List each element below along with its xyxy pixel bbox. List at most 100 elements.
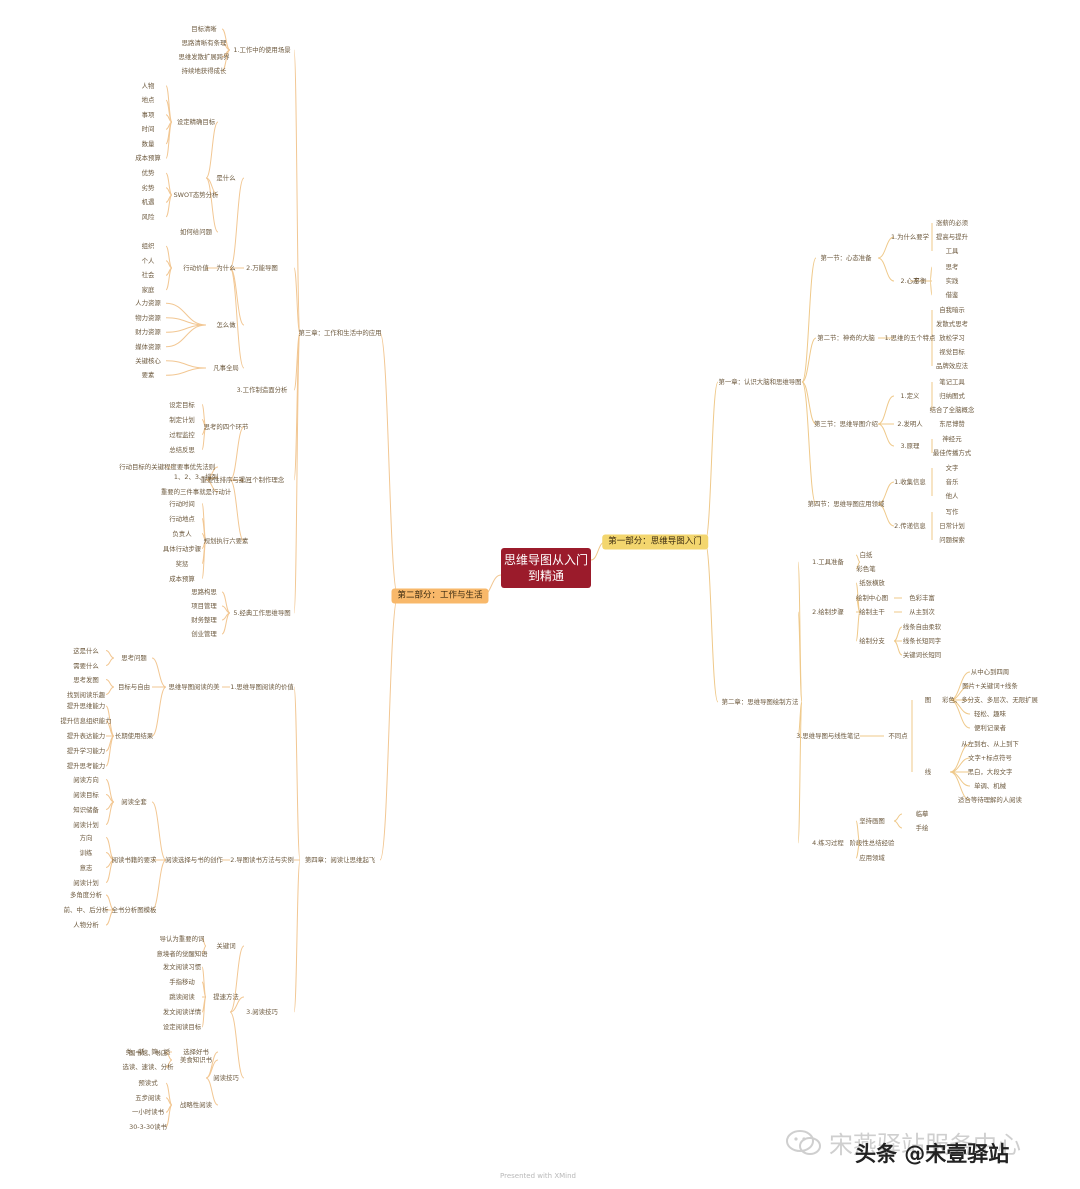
topic-label[interactable]: 第一节：心态准备: [820, 254, 872, 262]
topic-label[interactable]: 归纳图式: [939, 392, 965, 400]
topic-label[interactable]: 他人: [945, 492, 959, 500]
topic-label[interactable]: 从主到次: [909, 608, 935, 616]
topic-label[interactable]: 便利记录者: [974, 724, 1006, 732]
topic-label[interactable]: 社会: [141, 271, 155, 280]
topic-label[interactable]: 3.工作制造面分析: [236, 386, 288, 394]
topic-label[interactable]: 负责人: [172, 529, 192, 538]
topic-label[interactable]: 人物分析: [73, 921, 99, 929]
topic-label[interactable]: 阅读方向: [73, 775, 99, 784]
topic-label[interactable]: 思考的四个环节: [203, 423, 249, 431]
topic-label[interactable]: 线: [924, 768, 932, 776]
topic-label[interactable]: 提高与提升: [936, 233, 968, 241]
topic-label[interactable]: 阅读技巧: [213, 1074, 239, 1082]
topic-label[interactable]: 1.思维导图阅读的价值: [230, 683, 294, 691]
topic-label[interactable]: 思维导图阅读的美: [168, 683, 220, 691]
topic-label[interactable]: 选读、速读、分析: [122, 1063, 174, 1072]
topic-label[interactable]: 文字: [945, 464, 959, 472]
topic-label[interactable]: 物力资源: [135, 313, 161, 322]
topic-label[interactable]: 4.练习过程: [812, 839, 844, 847]
topic-label[interactable]: 成本预算: [135, 154, 161, 163]
main-topic-part2[interactable]: 第二部分：工作与生活: [391, 588, 489, 604]
topic-label[interactable]: 人力资源: [135, 299, 161, 308]
topic-label[interactable]: 意志: [79, 863, 93, 872]
topic-label[interactable]: 训练: [79, 848, 93, 857]
topic-label[interactable]: 重要的三件事就是行动计: [160, 488, 232, 496]
topic-label[interactable]: 思路清晰有条理: [181, 39, 227, 47]
topic-label[interactable]: 导认为重要的词: [159, 934, 205, 943]
topic-label[interactable]: 线条长短同字: [902, 637, 942, 645]
topic-label[interactable]: 奖惩: [175, 559, 189, 568]
topic-label[interactable]: 1.工具准备: [812, 558, 844, 566]
topic-label[interactable]: 要事优先法则: [176, 463, 216, 471]
topic-label[interactable]: 第四章：阅读让思维起飞: [304, 856, 376, 864]
topic-label[interactable]: 发文阅读详情: [162, 1008, 202, 1016]
topic-label[interactable]: 绘制中心图: [856, 594, 888, 602]
topic-label[interactable]: 实践: [945, 277, 959, 285]
topic-label[interactable]: 从左到右、从上到下: [961, 740, 1019, 748]
topic-label[interactable]: 关键词长短同: [902, 651, 942, 659]
topic-label[interactable]: 目标与自由: [118, 683, 150, 691]
topic-label[interactable]: 行动时间: [169, 499, 195, 508]
topic-label[interactable]: 五步阅读: [135, 1093, 161, 1102]
topic-label[interactable]: 多角度分析: [70, 891, 102, 899]
topic-label[interactable]: 行动价值: [183, 264, 209, 272]
topic-label[interactable]: 提升信息组织能力: [60, 717, 112, 725]
topic-label[interactable]: 找到阅读乐趣: [66, 690, 106, 699]
topic-label[interactable]: 3.思维导图与线性笔记: [796, 732, 860, 740]
topic-label[interactable]: 白纸: [859, 551, 873, 559]
topic-label[interactable]: 为什么: [216, 264, 236, 272]
topic-label[interactable]: 音乐: [945, 478, 959, 486]
topic-label[interactable]: 应用领域: [859, 854, 885, 862]
topic-label[interactable]: 1.工作中的使用场景: [233, 46, 291, 54]
topic-label[interactable]: 提升学习能力: [66, 747, 106, 755]
topic-label[interactable]: 第二节：神奇的大脑: [817, 334, 875, 342]
topic-label[interactable]: 阅读选择与书的创作: [165, 856, 223, 864]
topic-label[interactable]: 手绘: [915, 824, 929, 832]
topic-label[interactable]: 5.经典工作思维导图: [233, 609, 291, 617]
topic-label[interactable]: 要素: [141, 371, 155, 380]
topic-label[interactable]: 前、中、后分析: [63, 906, 109, 914]
topic-label[interactable]: 1、2、3、排列: [173, 473, 219, 481]
main-topic-part1[interactable]: 第一部分：思维导图入门: [602, 534, 708, 550]
topic-label[interactable]: 思维发散扩展跨界: [178, 53, 230, 61]
topic-label[interactable]: 设定精确目标: [176, 118, 216, 126]
topic-label[interactable]: 图书馆、书店: [128, 1048, 168, 1057]
topic-label[interactable]: 凡事全局: [213, 364, 239, 372]
topic-label[interactable]: 知识储备: [73, 805, 99, 814]
topic-label[interactable]: 1.收集信息: [894, 478, 926, 486]
topic-label[interactable]: 设定目标: [169, 400, 195, 409]
topic-label[interactable]: 提升思考能力: [66, 762, 106, 770]
topic-label[interactable]: 具体行动步骤: [162, 544, 202, 553]
topic-label[interactable]: 一小时读书: [132, 1108, 164, 1117]
topic-label[interactable]: 2.心态: [900, 277, 920, 285]
topic-label[interactable]: 是什么: [216, 174, 236, 182]
topic-label[interactable]: 不同点: [888, 732, 908, 740]
topic-label[interactable]: 涨薪的必须: [936, 219, 968, 227]
topic-label[interactable]: 跳读阅读: [169, 993, 195, 1001]
topic-label[interactable]: 思考: [945, 263, 959, 271]
topic-label[interactable]: 1.定义: [900, 392, 920, 400]
topic-label[interactable]: 绘制分支: [859, 637, 885, 645]
topic-label[interactable]: 黑白，大段文字: [967, 768, 1013, 776]
topic-label[interactable]: 阅读计划: [73, 878, 99, 887]
topic-label[interactable]: 个人: [141, 256, 155, 265]
topic-label[interactable]: 坚持画图: [859, 817, 885, 825]
topic-label[interactable]: 阶段性总结经验: [849, 839, 895, 847]
topic-label[interactable]: 适合等待理解的人阅读: [958, 796, 1022, 804]
central-topic[interactable]: 思维导图从入门到精通: [501, 548, 591, 588]
topic-label[interactable]: 东尼博赞: [939, 420, 965, 428]
topic-label[interactable]: 思考问题: [121, 654, 147, 662]
topic-label[interactable]: 彩色、多分支、多层次、无限扩展: [942, 696, 1038, 704]
topic-label[interactable]: 图片+关键词+线条: [962, 682, 1018, 690]
topic-label[interactable]: 目标清晰: [191, 25, 217, 33]
topic-label[interactable]: 阅读书籍的要求: [111, 856, 157, 864]
topic-label[interactable]: 关键核心: [135, 356, 161, 365]
topic-label[interactable]: 1.思维的五个特点: [884, 334, 936, 342]
topic-label[interactable]: 发文阅读习惯: [162, 963, 202, 971]
topic-label[interactable]: 3.阅读技巧: [246, 1008, 278, 1016]
topic-label[interactable]: 放松学习: [939, 334, 965, 342]
topic-label[interactable]: 思考发图: [73, 675, 99, 684]
topic-label[interactable]: 3.原理: [900, 442, 920, 450]
topic-label[interactable]: 重要性排序与提问: [200, 476, 252, 484]
topic-label[interactable]: 意境者的觉醒知语: [156, 949, 208, 958]
